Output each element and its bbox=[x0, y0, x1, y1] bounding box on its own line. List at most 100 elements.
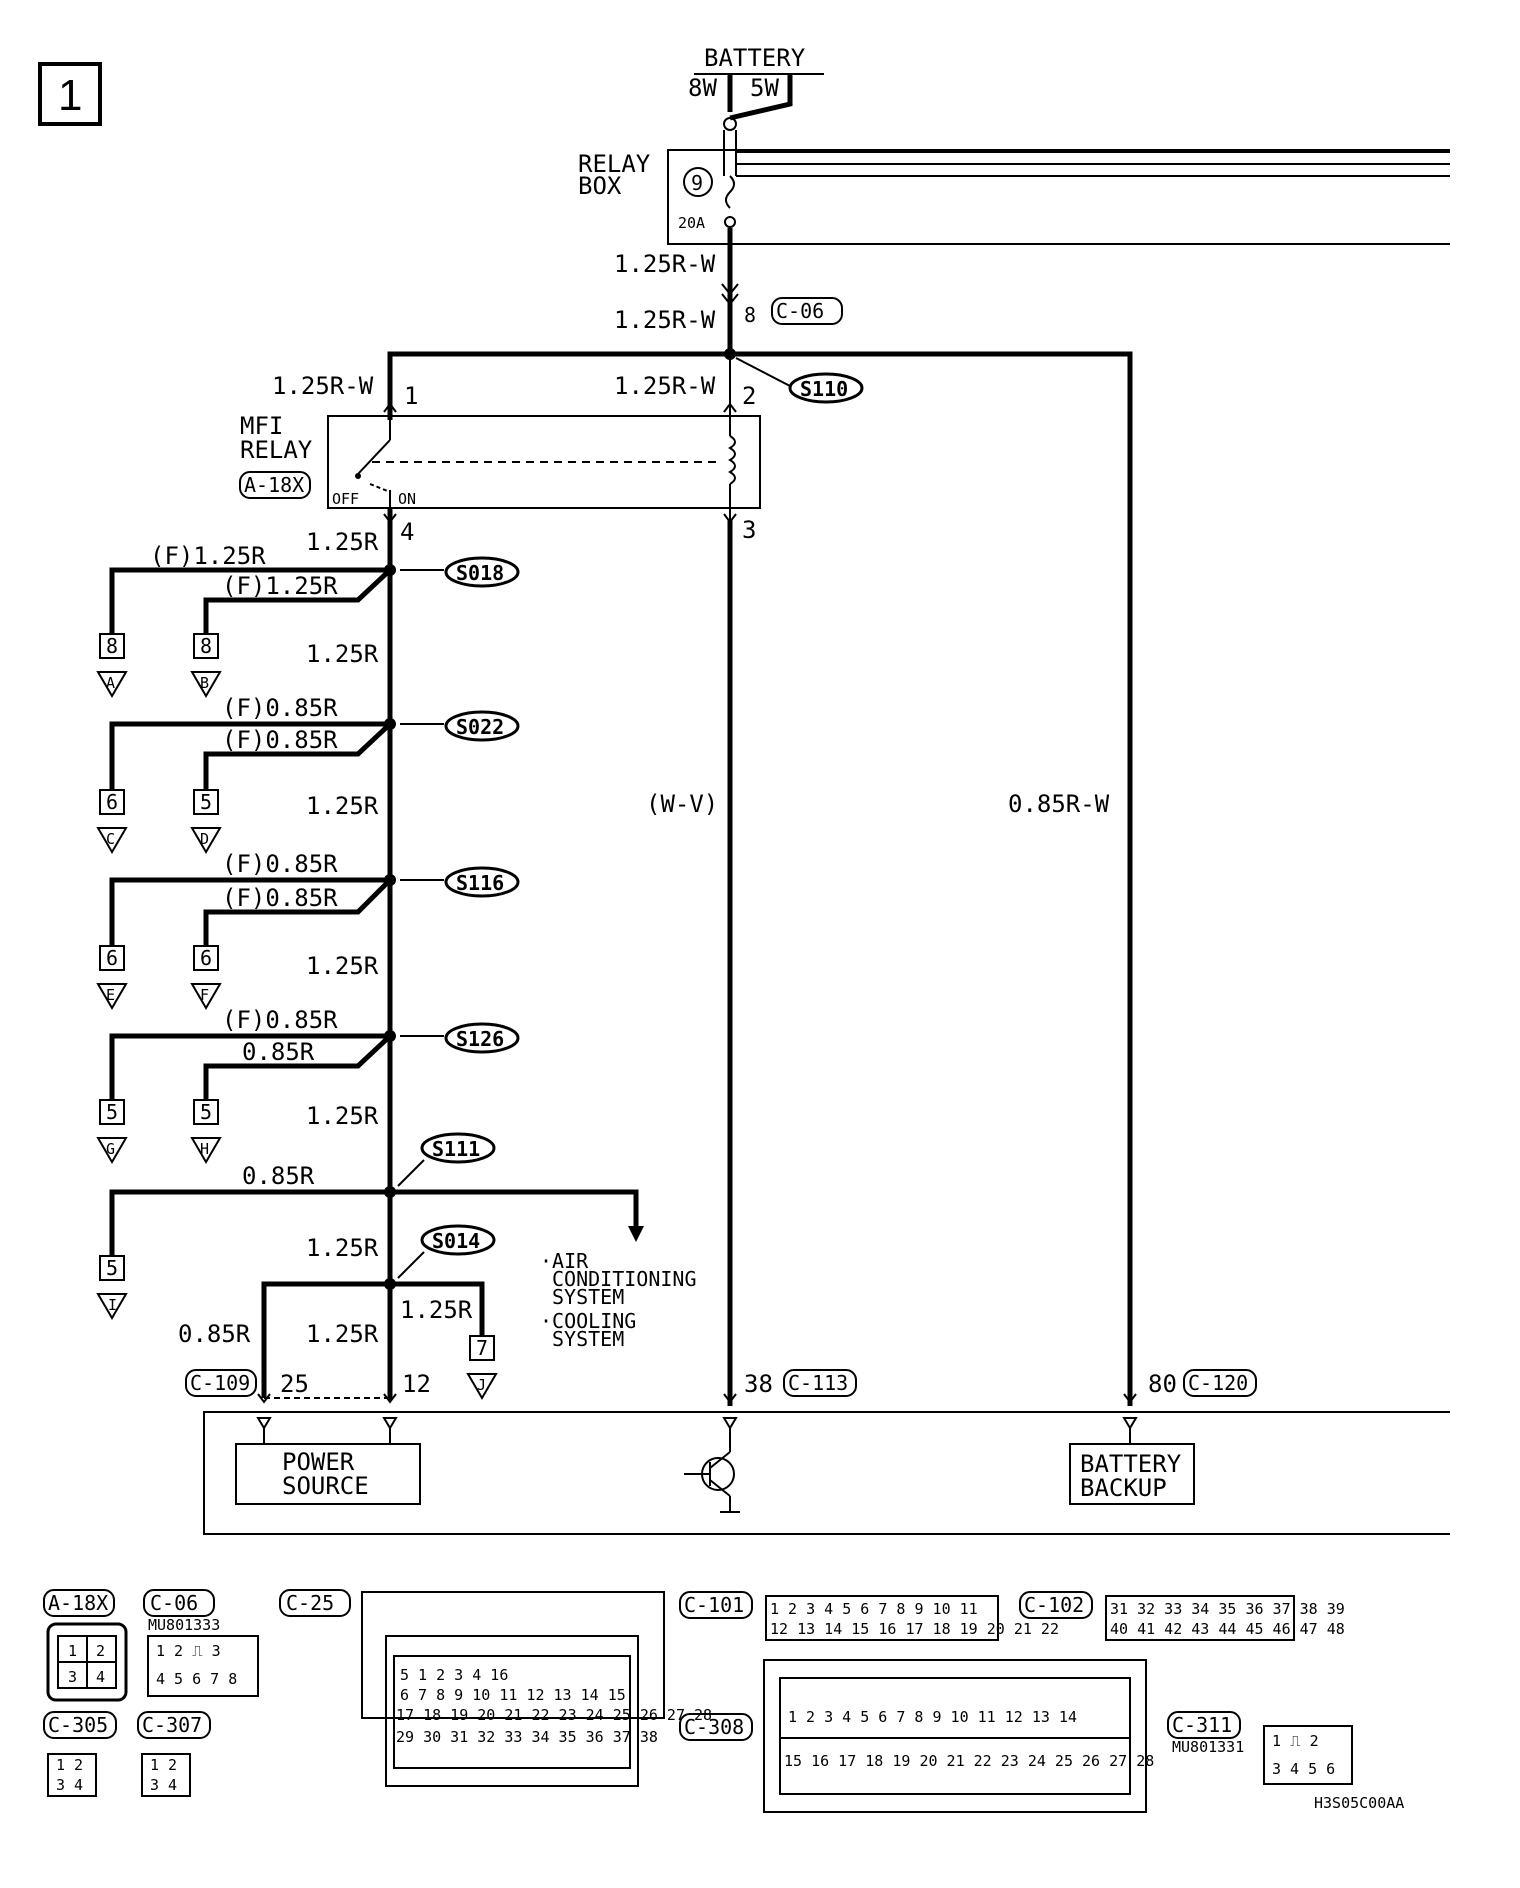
branch-wire-b bbox=[203, 568, 392, 634]
branch-terminal-a-num: 8 bbox=[106, 634, 118, 658]
legend-c308: C-308 bbox=[684, 1715, 744, 1739]
wire-label-f125-b: (F)1.25R bbox=[222, 572, 338, 600]
mfi-relay-label-2: RELAY bbox=[240, 436, 313, 464]
pin-80: 80 bbox=[1148, 1370, 1177, 1398]
branch-terminal-f-num: 6 bbox=[200, 946, 212, 970]
branch-terminal-e bbox=[99, 945, 125, 971]
legend-tag-c305 bbox=[43, 1711, 117, 1739]
branch-arrow-g-letter: G bbox=[106, 1140, 115, 1158]
branch-terminal-b bbox=[193, 633, 219, 659]
splice-leader-s014 bbox=[397, 1251, 425, 1279]
pin38-arrow bbox=[723, 1393, 737, 1404]
branch-arrow-h bbox=[190, 1137, 222, 1164]
splice-tag-s018 bbox=[444, 556, 520, 588]
connector-face-c308 bbox=[779, 1677, 1131, 1795]
branch-arrow-i-letter: I bbox=[108, 1296, 117, 1314]
wire-label-rw-c: 1.25R-W bbox=[272, 372, 374, 400]
wire-label-r125-g: 1.25R bbox=[400, 1296, 473, 1324]
connector-mark-c06-in bbox=[721, 283, 739, 296]
c305-cavities-row2: 3 4 bbox=[56, 1776, 83, 1794]
branch-arrow-b-letter: B bbox=[200, 674, 209, 692]
wire-label-f125-a: (F)1.25R bbox=[150, 542, 266, 570]
branch-arrow-e bbox=[96, 983, 128, 1010]
branch-arrow-j-letter: J bbox=[477, 1376, 486, 1394]
connector-face-c102 bbox=[1105, 1595, 1295, 1641]
splice-s014: S014 bbox=[432, 1229, 480, 1253]
connector-face-c25-inner bbox=[393, 1655, 631, 1769]
splice-s110: S110 bbox=[800, 377, 848, 401]
c308-cavities-row2: 15 16 17 18 19 20 21 22 23 24 25 26 27 2… bbox=[784, 1752, 1154, 1770]
connector-tag-c06 bbox=[771, 297, 843, 325]
legend-tag-c308 bbox=[679, 1713, 753, 1741]
splice-tag-s014 bbox=[420, 1224, 496, 1256]
legend-c06: C-06 bbox=[150, 1591, 198, 1615]
splice-tag-s111 bbox=[420, 1132, 496, 1164]
wire-label-r125-h: 1.25R bbox=[306, 1320, 379, 1348]
branch-arrow-d-letter: D bbox=[200, 830, 209, 848]
battery-label: BATTERY bbox=[704, 44, 806, 72]
branch-terminal-i-num: 5 bbox=[106, 1256, 118, 1280]
connector-tag-c113 bbox=[783, 1369, 857, 1397]
branch-terminal-b-num: 8 bbox=[200, 634, 212, 658]
splice-s111: S111 bbox=[432, 1137, 480, 1161]
branch-wire-e bbox=[109, 877, 390, 946]
splice-s126: S126 bbox=[456, 1027, 504, 1051]
branch-wire-c bbox=[109, 721, 390, 790]
page-number-box bbox=[38, 62, 102, 126]
pin2-arrow bbox=[723, 402, 737, 413]
page-number: 1 bbox=[58, 71, 82, 120]
pin25-arrow bbox=[257, 1393, 271, 1404]
splice-tag-s126 bbox=[444, 1022, 520, 1054]
c25-cavities-row1: 5 1 2 3 4 16 bbox=[400, 1666, 508, 1684]
wire-label-f085-d: (F)0.85R bbox=[222, 884, 338, 912]
system-cool-2: SYSTEM bbox=[552, 1327, 624, 1351]
branch-terminal-d bbox=[193, 789, 219, 815]
ecu-outline bbox=[203, 1411, 1450, 1535]
wire-label-f085-b: (F)0.85R bbox=[222, 726, 338, 754]
pin-4: 4 bbox=[400, 518, 414, 546]
legend-tag-c06 bbox=[143, 1589, 215, 1617]
c06-part-number: MU801333 bbox=[148, 1616, 220, 1634]
splice-dot-s014 bbox=[384, 1278, 396, 1290]
branch-arrow-c-letter: C bbox=[106, 830, 115, 848]
legend-c311: C-311 bbox=[1172, 1713, 1232, 1737]
c06-cavities-row1: 1 2 ⎍ 3 bbox=[156, 1642, 221, 1660]
system-ac-1: ·AIR bbox=[540, 1249, 589, 1273]
branch-terminal-c bbox=[99, 789, 125, 815]
connector-face-c305 bbox=[47, 1753, 97, 1797]
mfi-relay-off-contact bbox=[355, 473, 361, 479]
branch-wire-d bbox=[203, 722, 392, 790]
wire-label-r125-c: 1.25R bbox=[306, 792, 379, 820]
a18x-cavities-1: 1 bbox=[68, 1642, 77, 1660]
fuse-number-circle bbox=[683, 167, 713, 197]
ac-arrow bbox=[628, 1226, 644, 1242]
a18x-cavities-2: 2 bbox=[96, 1642, 105, 1660]
battery-backup-label-2: BACKUP bbox=[1080, 1474, 1167, 1502]
wire-label-rw-a: 1.25R-W bbox=[614, 250, 716, 278]
system-ac-2: CONDITIONING bbox=[552, 1267, 697, 1291]
pin-2: 2 bbox=[742, 382, 756, 410]
wire-label-rw-b: 1.25R-W bbox=[614, 306, 716, 334]
mfi-relay-on: ON bbox=[398, 490, 416, 508]
branch-terminal-i bbox=[99, 1255, 125, 1281]
ecu-in-80 bbox=[1122, 1417, 1138, 1430]
branch-arrow-j bbox=[466, 1373, 498, 1400]
relay-box-label-2: BOX bbox=[578, 172, 622, 200]
branch-terminal-g bbox=[99, 1099, 125, 1125]
branch-wire-g bbox=[109, 1033, 390, 1100]
connector-c120: C-120 bbox=[1188, 1371, 1248, 1395]
legend-tag-c25 bbox=[279, 1589, 351, 1617]
c307-cavities-row2: 3 4 bbox=[150, 1776, 177, 1794]
transistor-emitter bbox=[709, 1479, 731, 1497]
legend-tag-c311 bbox=[1167, 1711, 1241, 1739]
wire-label-r085-b: 0.85R bbox=[242, 1162, 315, 1190]
branch-terminal-j bbox=[469, 1335, 495, 1361]
battery-5w-label: 5W bbox=[750, 74, 779, 102]
branch-arrow-c bbox=[96, 827, 128, 854]
ecu-in-25 bbox=[256, 1417, 272, 1430]
connector-shroud-c25 bbox=[361, 1591, 665, 1719]
branch-arrow-f-letter: F bbox=[200, 986, 209, 1004]
ecu-in-12 bbox=[382, 1417, 398, 1430]
c25-cavities-row3: 17 18 19 20 21 22 23 24 25 26 27 28 bbox=[396, 1706, 712, 1724]
